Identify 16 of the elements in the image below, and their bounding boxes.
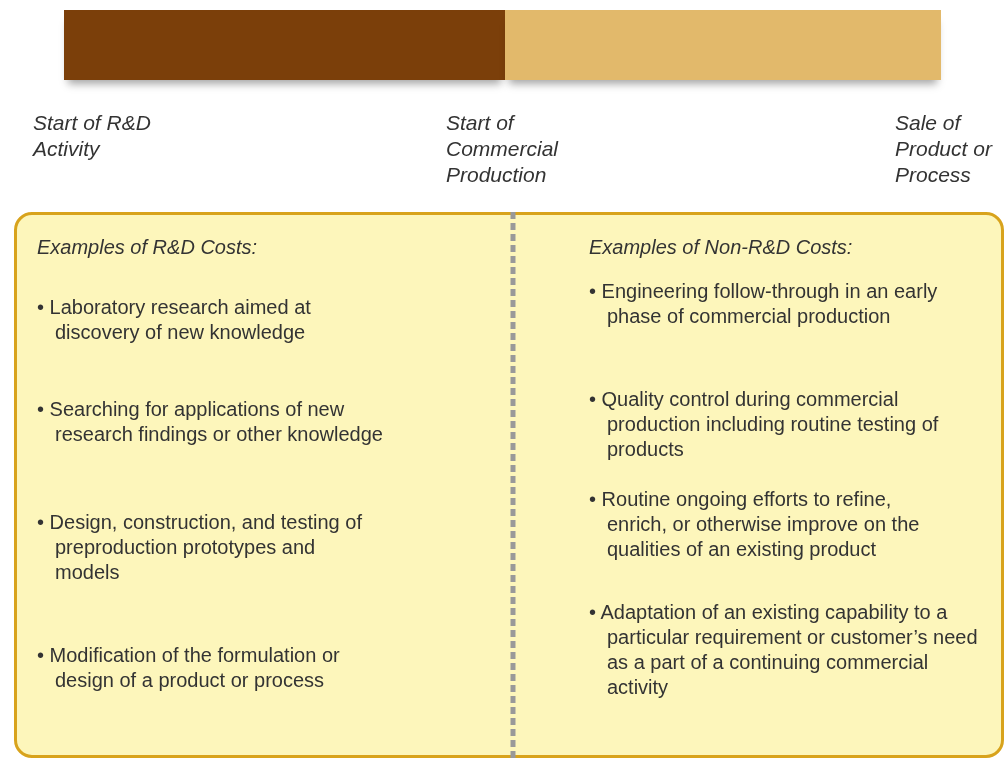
bullet-item: • Design, construction, and testing of preproduction prototypes and models [37,510,363,585]
column-heading: Examples of Non-R&D Costs: [589,235,854,260]
milestone-label: Start of R&D Activity [33,110,152,162]
cost-panel [14,212,1004,758]
milestone-label: Start of Commercial Production [446,110,560,188]
milestone-label: Sale of Product or Process [895,110,994,188]
bullet-item: • Modification of the formulation or design of a product or process [37,643,341,693]
bullet-item: • Adaptation of an existing capability to a particular requirement or customer’s need as a part of a continuing commercial activity [589,600,979,700]
bullet-item: • Quality control during commercial production including routine testing of products [589,387,940,462]
bullet-item: • Laboratory research aimed at discovery of new knowledge [37,295,312,345]
timeline-bar [64,10,505,80]
bullet-item: • Engineering follow-through in an early phase of commercial production [589,279,939,329]
column-heading: Examples of R&D Costs: [37,235,259,260]
timeline-bar [505,10,941,80]
bullet-item: • Routine ongoing efforts to refine, enrich, or otherwise improve on the qualities of an existing product [589,487,921,562]
bullet-item: • Searching for applications of new research findings or other knowledge [37,397,384,447]
